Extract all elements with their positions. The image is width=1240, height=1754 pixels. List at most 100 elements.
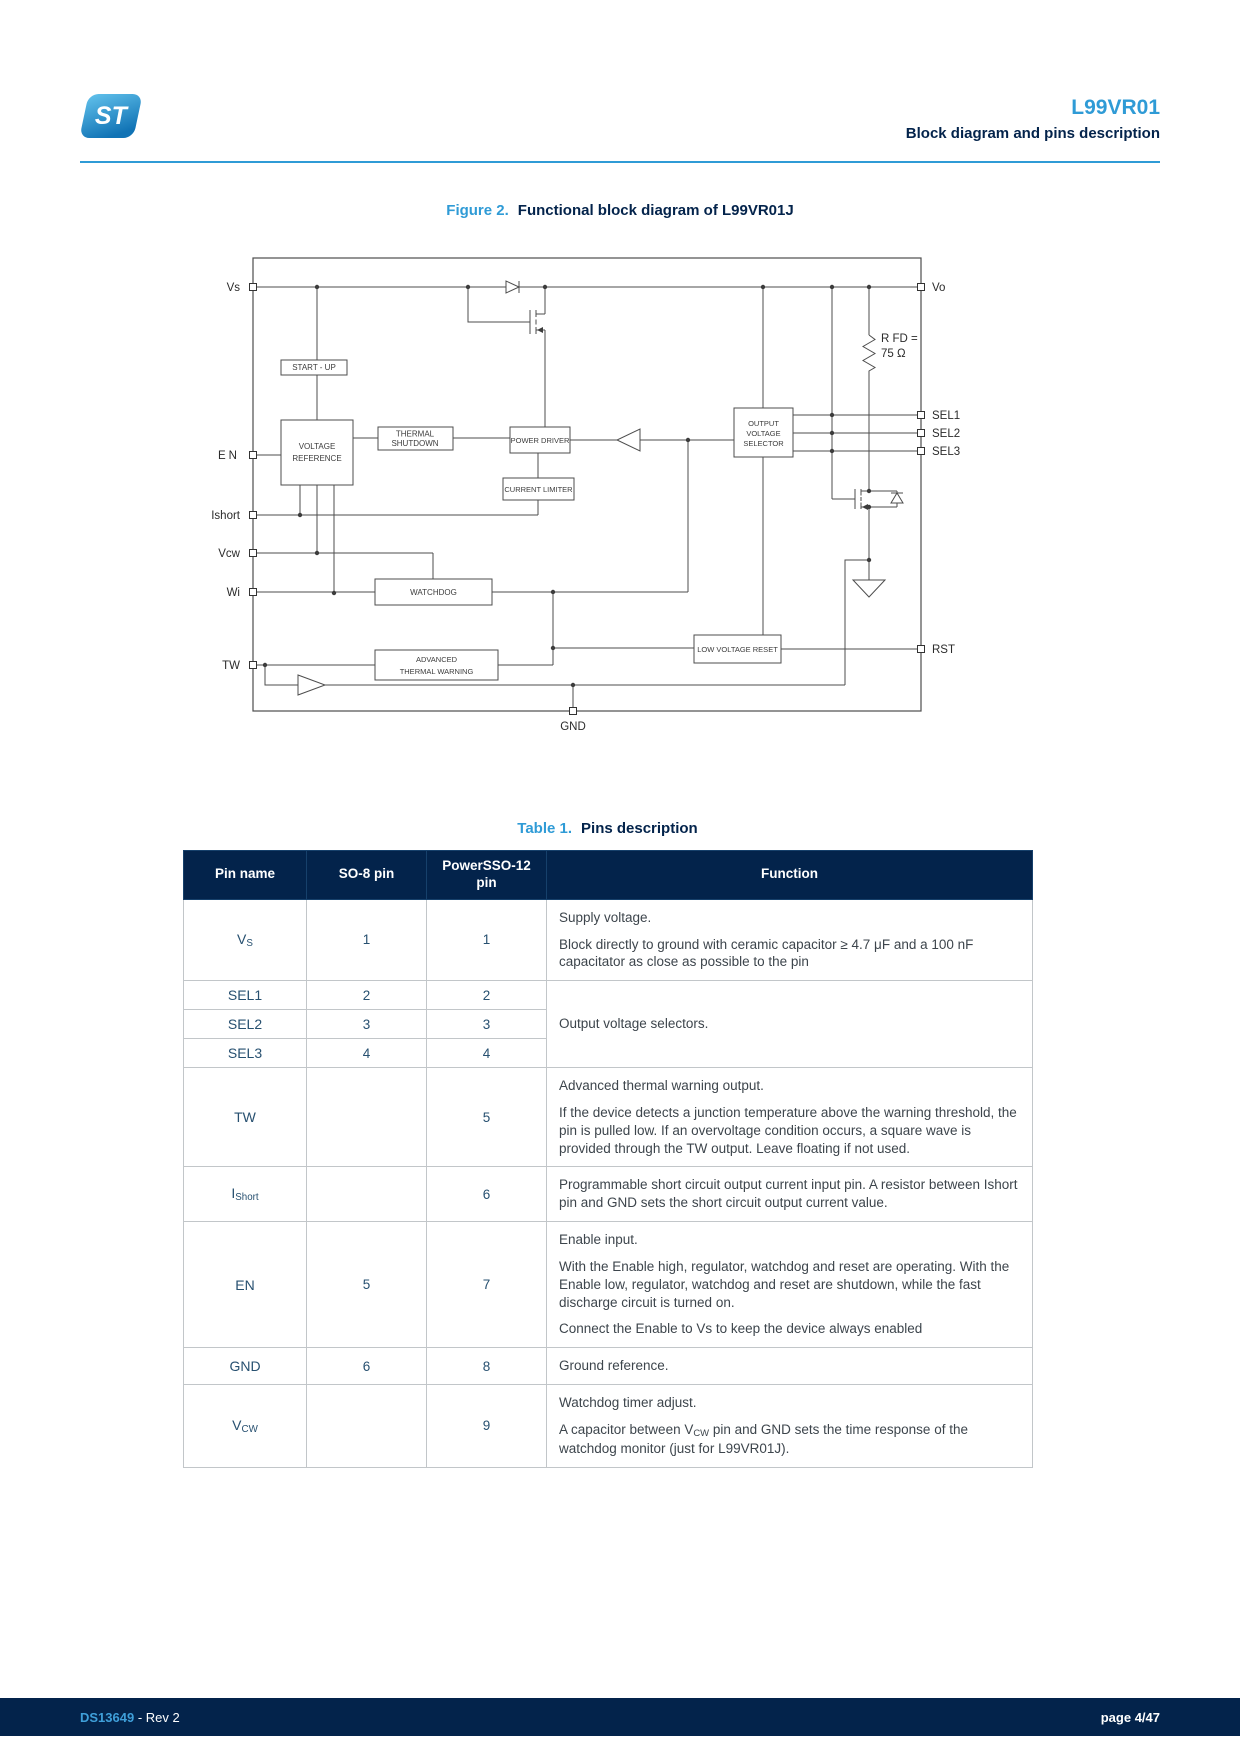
so8-cell (306, 1067, 427, 1168)
svg-text:Wi: Wi (227, 587, 240, 599)
so8-cell (306, 1383, 427, 1468)
so8-cell: 1 (306, 898, 427, 982)
section-subtitle: Block diagram and pins description (905, 125, 1160, 142)
svg-text:75 Ω: 75 Ω (881, 348, 906, 360)
pin-name-cell: SEL2 (183, 1009, 307, 1040)
discharge-mosfet-symbol (854, 489, 868, 510)
svg-text:LOW VOLTAGE RESET: LOW VOLTAGE RESET (697, 645, 778, 654)
doc-revision: - Rev 2 (134, 1709, 180, 1725)
pin-gnd: GND (560, 707, 586, 733)
function-cell: Supply voltage. Block directly to ground… (546, 898, 1033, 982)
block-power-driver: POWER DRIVER (509, 426, 571, 454)
diagram-wires (253, 286, 921, 707)
pin-vs: Vs (227, 282, 257, 294)
svg-text:SELECTOR: SELECTOR (743, 439, 784, 448)
st-logo-text: ST (95, 101, 127, 130)
powersso12-cell: 5 (426, 1067, 547, 1168)
function-cell: Advanced thermal warning output. If the … (546, 1067, 1033, 1168)
pin-name-cell: EN (183, 1221, 307, 1349)
so8-cell: 3 (306, 1009, 427, 1040)
svg-text:Vo: Vo (932, 282, 945, 294)
table-row-tw: TW 5 Advanced thermal warning output. If… (183, 1067, 1033, 1168)
footer-doc-ref: DS13649 - Rev 2 (80, 1710, 180, 1725)
svg-text:RST: RST (932, 644, 955, 656)
col-header-function: Function (546, 850, 1033, 900)
table-row-vs: VS 1 1 Supply voltage. Block directly to… (183, 898, 1033, 982)
block-voltage-reference: VOLTAGE REFERENCE (280, 419, 354, 486)
pin-tw: TW (222, 660, 257, 672)
st-logo: ST (79, 94, 143, 138)
pin-name-cell: SEL3 (183, 1038, 307, 1069)
svg-text:OUTPUT: OUTPUT (748, 419, 779, 428)
doc-id: DS13649 (80, 1709, 135, 1725)
page-footer: DS13649 - Rev 2 page 4/47 (0, 1698, 1240, 1736)
block-thermal-shutdown: THERMAL SHUTDOWN (377, 426, 454, 451)
col-header-so8: SO-8 pin (306, 850, 427, 900)
junction-dots (262, 284, 872, 688)
table-caption-label: Table 1. (517, 820, 573, 837)
pin-vo: Vo (917, 282, 945, 294)
so8-cell: 2 (306, 980, 427, 1011)
powersso12-cell: 1 (426, 898, 547, 982)
function-cell: Enable input. With the Enable high, regu… (546, 1221, 1033, 1349)
pin-ishort: Ishort (211, 510, 257, 522)
powersso12-cell: 8 (426, 1347, 547, 1385)
table-caption: Table 1.Pins description (183, 820, 1032, 837)
svg-text:REFERENCE: REFERENCE (292, 454, 341, 463)
pin-sel2: SEL2 (917, 428, 960, 440)
function-cell: Output voltage selectors. (546, 980, 1033, 1069)
powersso12-cell: 6 (426, 1166, 547, 1223)
svg-text:START - UP: START - UP (292, 363, 336, 372)
pins-description-table: Pin name SO-8 pin PowerSSO-12 pin Functi… (183, 850, 1033, 1468)
figure-caption-title: Functional block diagram of L99VR01J (517, 202, 794, 219)
discharge-resistor-symbol (862, 334, 876, 375)
block-low-voltage-reset: LOW VOLTAGE RESET (693, 634, 782, 664)
pin-rst: RST (917, 644, 955, 656)
svg-text:VOLTAGE: VOLTAGE (299, 442, 336, 451)
pin-sel3: SEL3 (917, 446, 960, 458)
page-header: L99VR01 Block diagram and pins descripti… (906, 96, 1160, 142)
pin-name-cell: SEL1 (183, 980, 307, 1011)
pin-en: EN (218, 450, 257, 462)
svg-text:THERMAL WARNING: THERMAL WARNING (400, 667, 474, 676)
function-cell: Ground reference. (546, 1347, 1033, 1385)
block-current-limiter: CURRENT LIMITER (502, 477, 575, 501)
table-row-sel2: SEL2 3 3 (183, 1009, 1033, 1040)
svg-text:EN: EN (218, 450, 240, 462)
pin-name-cell: VS (183, 898, 307, 982)
body-diode-symbol (890, 492, 904, 504)
powersso12-cell: 4 (426, 1038, 547, 1069)
pin-sel1: SEL1 (917, 410, 960, 422)
table-row-vcw: VCW 9 Watchdog timer adjust. A capacitor… (183, 1383, 1033, 1468)
figure-caption-label: Figure 2. (446, 202, 509, 219)
powersso12-cell: 7 (426, 1221, 547, 1349)
pin-name-cell: TW (183, 1067, 307, 1168)
function-cell: Watchdog timer adjust. A capacitor betwe… (546, 1383, 1033, 1468)
svg-text:GND: GND (560, 721, 586, 733)
svg-text:THERMAL: THERMAL (396, 430, 435, 439)
so8-cell: 4 (306, 1038, 427, 1069)
powersso12-cell: 2 (426, 980, 547, 1011)
powersso12-cell: 9 (426, 1383, 547, 1468)
driver-amp-symbol (615, 428, 641, 452)
page-number: page 4/47 (1100, 1709, 1160, 1725)
powersso12-cell: 3 (426, 1009, 547, 1040)
pin-name-cell: VCW (183, 1383, 307, 1468)
svg-text:Vs: Vs (227, 282, 241, 294)
table-row-ishort: IShort 6 Programmable short circuit outp… (183, 1166, 1033, 1223)
tw-buffer-symbol (297, 674, 327, 696)
ground-symbol (851, 579, 887, 598)
function-cell: Programmable short circuit output curren… (546, 1166, 1033, 1223)
svg-text:VOLTAGE: VOLTAGE (746, 429, 780, 438)
svg-text:ADVANCED: ADVANCED (416, 655, 458, 664)
so8-cell: 5 (306, 1221, 427, 1349)
pin-wi: Wi (227, 587, 257, 599)
block-start-up: START - UP (280, 359, 348, 376)
col-header-pin-name: Pin name (183, 850, 307, 900)
pass-mosfet-symbol (529, 310, 543, 334)
block-advanced-thermal-warning: ADVANCED THERMAL WARNING (374, 649, 499, 681)
so8-cell (306, 1166, 427, 1223)
svg-text:SEL1: SEL1 (932, 410, 960, 422)
svg-text:SEL3: SEL3 (932, 446, 960, 458)
svg-text:POWER DRIVER: POWER DRIVER (511, 436, 570, 445)
